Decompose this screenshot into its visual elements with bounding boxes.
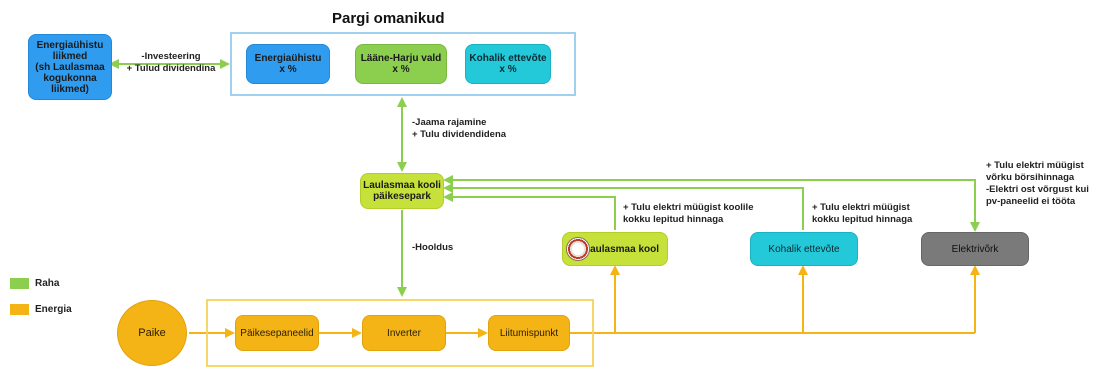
money-arrow-kool-park [443, 192, 616, 230]
label-kool-tulu: + Tulu elektri müügist koolile kokku lep… [623, 202, 754, 225]
legend-raha-label: Raha [35, 278, 60, 289]
node-energiauhistu: Energiaühistu x % [246, 44, 330, 84]
label-hooldus: -Hooldus [412, 242, 454, 253]
label-investeering: -Investeering + Tulud dividendina [126, 51, 216, 74]
label-vork-tulu: + Tulu elektri müügist võrku börsihinnag… [986, 160, 1089, 207]
energy-chain-frame [206, 299, 594, 367]
money-arrow-vork-park [443, 175, 980, 232]
node-energiauhistu-members: Energiaühistu liikmed (sh Laulasmaa kogu… [28, 34, 112, 100]
node-park: Laulasmaa kooli päikesepark [360, 173, 444, 209]
label-kohalik-tulu: + Tulu elektri müügist kokku lepitud hin… [812, 202, 913, 225]
legend-energia-label: Energia [35, 304, 72, 315]
school-logo-icon [566, 237, 590, 261]
node-laane-harju: Lääne-Harju vald x % [355, 44, 447, 84]
node-paike: Paike [117, 300, 187, 366]
node-inverter: Inverter [362, 315, 446, 351]
node-paneelid: Päikesepaneelid [235, 315, 319, 351]
node-kohalik-owner: Kohalik ettevõte x % [465, 44, 551, 84]
node-kohalik: Kohalik ettevõte [750, 232, 858, 266]
node-kool-label: Laulasmaa kool [583, 243, 659, 255]
legend-raha-swatch [10, 278, 29, 289]
label-jaama: -Jaama rajamine + Tulu dividendidena [412, 117, 507, 140]
node-liitumispunkt: Liitumispunkt [488, 315, 570, 351]
owners-frame [230, 32, 576, 96]
node-elektrivork: Elektrivõrk [921, 232, 1029, 266]
legend-energia-swatch [10, 304, 29, 315]
owners-title: Pargi omanikud [332, 10, 445, 27]
